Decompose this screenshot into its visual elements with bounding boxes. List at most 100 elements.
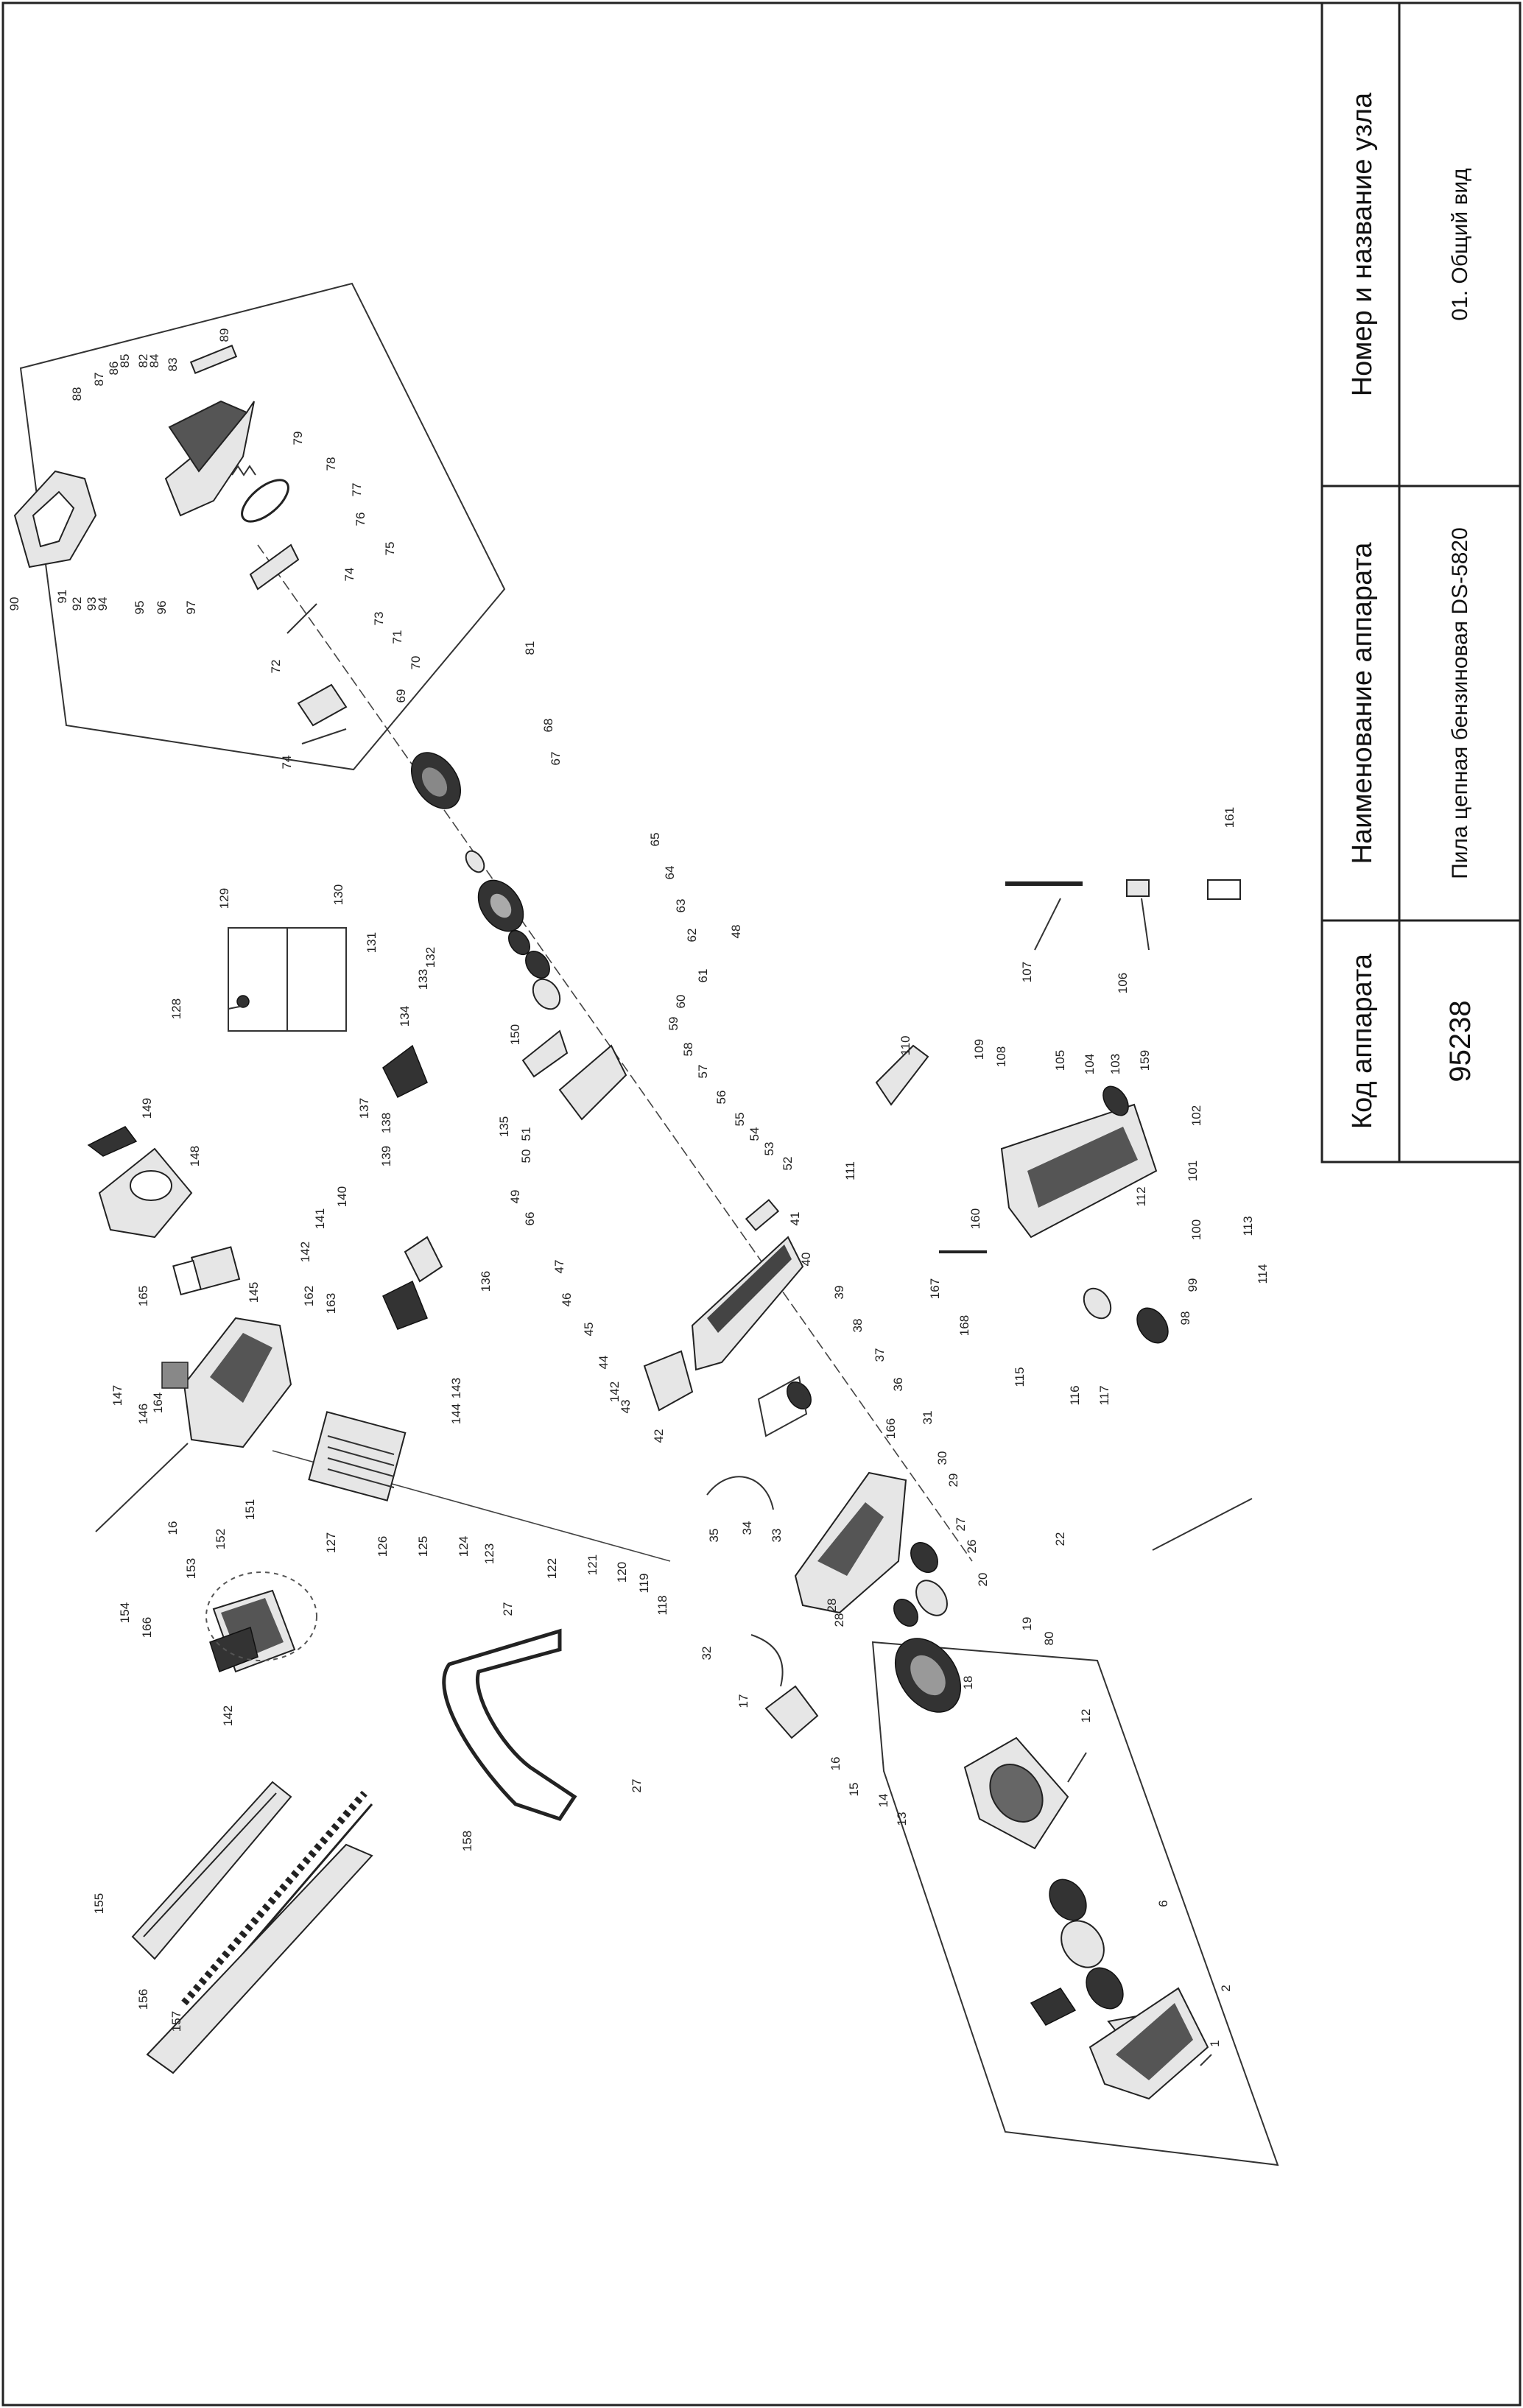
part-callout-130: 130	[331, 884, 345, 905]
part-callout-64: 64	[663, 866, 677, 880]
part-callout-18: 18	[961, 1676, 975, 1690]
part-callout-96: 96	[155, 601, 169, 615]
part-callout-6: 6	[1156, 1900, 1170, 1907]
part-callout-119: 119	[637, 1573, 651, 1593]
part-callout-67: 67	[549, 752, 563, 766]
part-callout-104: 104	[1083, 1054, 1097, 1074]
part-callout-40: 40	[799, 1253, 813, 1267]
part-callout-155: 155	[92, 1893, 106, 1914]
throttle-knob-dot	[236, 995, 250, 1008]
unit-name-header: Номер и название узла	[1347, 92, 1378, 396]
part-callout-37: 37	[873, 1348, 887, 1362]
part-callout-22: 22	[1053, 1532, 1067, 1546]
part-callout-63: 63	[674, 899, 688, 913]
part-callout-30: 30	[935, 1451, 949, 1465]
part-callout-74: 74	[342, 568, 356, 582]
part-callout-124: 124	[457, 1536, 471, 1557]
part-callout-80: 80	[1042, 1632, 1056, 1646]
part-callout-36: 36	[891, 1378, 905, 1392]
part-callout-158: 158	[460, 1831, 474, 1851]
part-callout-118: 118	[655, 1595, 669, 1615]
part-callout-87: 87	[92, 373, 106, 387]
part-callout-121: 121	[585, 1555, 599, 1575]
rear-handle-group-outline	[19, 282, 506, 771]
part-callout-137: 137	[357, 1098, 371, 1119]
part-callout-57: 57	[696, 1065, 710, 1079]
part-callout-127: 127	[324, 1532, 338, 1553]
part-callout-132: 132	[423, 947, 437, 968]
part-callout-66: 66	[523, 1212, 537, 1226]
part-callout-135: 135	[497, 1116, 511, 1137]
part-callout-100: 100	[1189, 1219, 1203, 1240]
part-callout-45: 45	[582, 1323, 596, 1337]
part-callout-65: 65	[648, 833, 662, 847]
flywheel	[894, 1638, 962, 1713]
part-callout-39: 39	[832, 1286, 846, 1300]
part-callout-103: 103	[1108, 1054, 1122, 1074]
part-callout-85: 85	[118, 354, 132, 368]
part-callout-28: 28	[832, 1613, 846, 1627]
part-callout-134: 134	[398, 1006, 412, 1027]
part-callout-149: 149	[140, 1098, 154, 1119]
part-callout-17: 17	[736, 1694, 750, 1708]
part-callout-157: 157	[169, 2011, 183, 2032]
part-callout-75: 75	[383, 542, 397, 556]
front-handle-bar	[442, 1628, 577, 1821]
part-callout-156: 156	[136, 1989, 150, 2010]
part-callout-116: 116	[1068, 1385, 1082, 1405]
part-callout-48: 48	[729, 925, 743, 939]
part-callout-90: 90	[7, 597, 21, 611]
part-callout-56: 56	[714, 1091, 728, 1105]
part-callout-49: 49	[508, 1190, 522, 1204]
part-callout-31: 31	[921, 1411, 935, 1425]
part-callout-161: 161	[1223, 807, 1237, 828]
part-callout-150: 150	[508, 1024, 522, 1045]
air-filter-parts	[87, 1126, 241, 1389]
engine-top-cover	[183, 1317, 292, 1448]
part-callout-88: 88	[70, 387, 84, 401]
part-callout-105: 105	[1053, 1050, 1067, 1071]
part-callout-50: 50	[519, 1150, 533, 1163]
part-callout-113: 113	[1241, 1216, 1255, 1236]
part-callout-102: 102	[1189, 1105, 1203, 1126]
device-code-value: 95238	[1444, 1000, 1477, 1082]
part-callout-165: 165	[136, 1286, 150, 1306]
part-callout-38: 38	[851, 1319, 865, 1333]
part-callout-51: 51	[519, 1127, 533, 1141]
part-callout-133: 133	[416, 969, 430, 990]
part-callout-166: 166	[140, 1617, 154, 1638]
part-callout-160: 160	[968, 1208, 982, 1229]
part-callout-58: 58	[681, 1043, 695, 1057]
part-callout-43: 43	[619, 1400, 633, 1414]
part-callout-82: 82	[136, 354, 150, 368]
part-callout-106: 106	[1116, 973, 1130, 993]
part-callout-153: 153	[184, 1558, 198, 1579]
part-callout-78: 78	[324, 457, 338, 471]
part-callout-68: 68	[541, 719, 555, 733]
part-callout-159: 159	[1138, 1050, 1152, 1071]
part-callout-125: 125	[416, 1536, 430, 1557]
part-callout-29: 29	[946, 1474, 960, 1488]
part-callout-128: 128	[169, 999, 183, 1019]
part-callout-76: 76	[354, 513, 367, 527]
part-callout-12: 12	[1079, 1709, 1093, 1723]
part-callout-108: 108	[994, 1046, 1008, 1067]
part-callout-20: 20	[976, 1573, 990, 1587]
part-callout-142: 142	[298, 1242, 312, 1262]
part-callout-14: 14	[876, 1794, 890, 1808]
part-callout-123: 123	[482, 1543, 496, 1564]
part-callout-111: 111	[843, 1161, 857, 1180]
part-callout-69: 69	[394, 689, 408, 703]
part-callout-59: 59	[666, 1017, 680, 1031]
part-callout-41: 41	[788, 1212, 802, 1226]
title-block: Код аппарата 95238 Наименование аппарата…	[1320, 1, 1522, 1163]
part-callout-61: 61	[696, 969, 710, 983]
part-callout-52: 52	[781, 1157, 795, 1171]
part-callout-162: 162	[302, 1286, 316, 1306]
part-callout-109: 109	[972, 1039, 986, 1060]
part-callout-46: 46	[560, 1293, 574, 1307]
part-callout-81: 81	[523, 641, 537, 655]
part-callout-54: 54	[748, 1127, 762, 1141]
part-callout-42: 42	[652, 1429, 666, 1443]
